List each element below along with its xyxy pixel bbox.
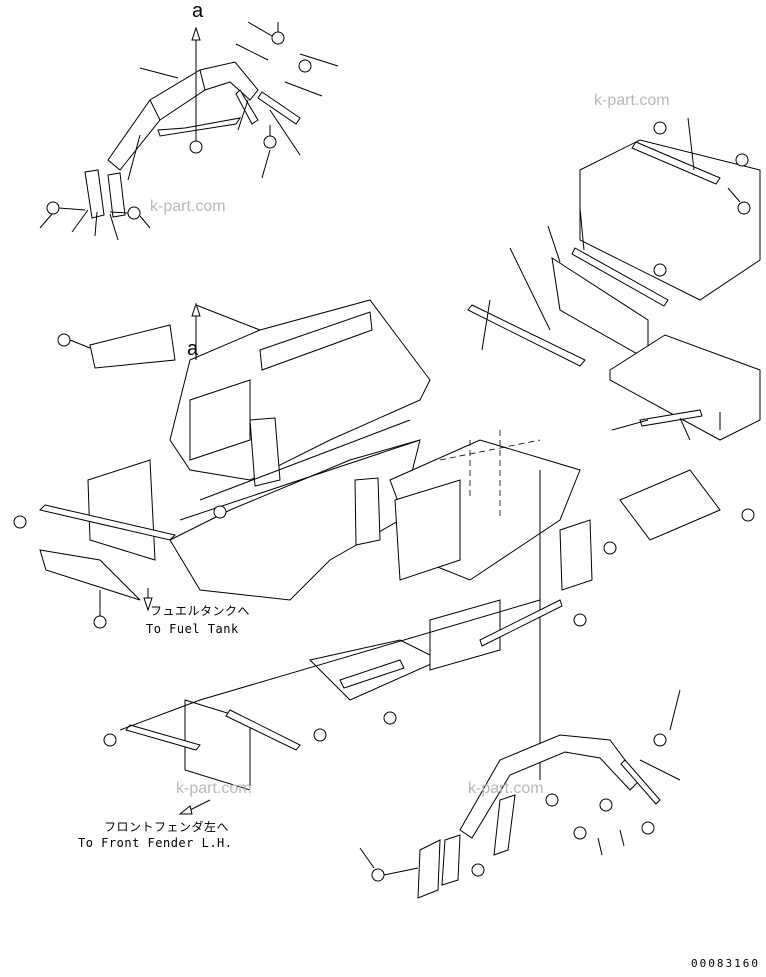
watermark: k-part.com (176, 780, 252, 797)
center-lower-plates (309, 469, 755, 725)
main-frame (169, 299, 581, 780)
lower-left-plates (103, 599, 541, 815)
watermark: k-part.com (594, 92, 670, 109)
watermark: k-part.com (150, 198, 226, 215)
view-ref-a-mid: a (187, 338, 199, 360)
upper-fender-assembly (39, 21, 339, 241)
front-fender-label-en: To Front Fender L.H. (78, 836, 233, 850)
left-plates (13, 324, 227, 629)
fuel-tank-label-jp: フュエルタンクへ (150, 604, 251, 618)
fuel-tank-label-en: To Fuel Tank (146, 622, 239, 636)
front-fender-label-jp: フロントフェンダ左へ (104, 820, 230, 834)
lower-fender-assembly (359, 689, 681, 899)
drawing-code: 00083160 (691, 957, 760, 970)
upper-right-plate (579, 117, 761, 301)
view-ref-a-top: a (192, 0, 204, 22)
right-covers (467, 207, 761, 441)
watermark: k-part.com (468, 780, 544, 797)
